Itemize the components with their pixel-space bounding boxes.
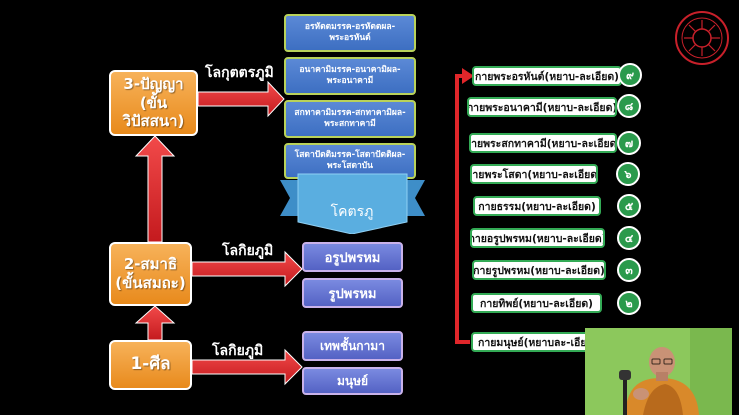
ariya-box-anagami-line2: พระอนาคามี xyxy=(326,76,374,86)
label-lokuttara: โลกุตตรภูมิ xyxy=(205,65,274,81)
arrow-sila-up xyxy=(134,305,176,341)
body-number-8: ๘ xyxy=(617,94,641,118)
presenter-webcam xyxy=(585,328,732,415)
body-number-9: ๙ xyxy=(618,63,642,87)
arrow-panna-to-ariya xyxy=(197,80,285,118)
connector-arrowhead xyxy=(462,68,474,84)
level-sila-box: 1-ศีล xyxy=(109,340,192,390)
level-samadhi-subtitle: (ขั้นสมถะ) xyxy=(115,274,186,292)
label-lokiya-lower: โลกิยภูมิ xyxy=(212,343,264,359)
body-number-4: ๔ xyxy=(617,226,641,250)
ariya-box-arahant-line1: อรหัตตมรรค-อรหัตตผล- xyxy=(304,21,396,32)
body-item-sotapanna: กายพระโสดา(หยาบ-ละเอียด) xyxy=(470,164,598,184)
body-item-rupa-brahma: กายรูปพรหม(หยาบ-ละเอียด) xyxy=(472,260,606,280)
body-number-6: ๖ xyxy=(616,162,640,186)
body-item-dhamma: กายธรรม(หยาบ-ละเอียด) xyxy=(473,196,601,216)
ariya-box-arahant: อรหัตตมรรค-อรหัตตผล- พระอรหันต์ xyxy=(284,14,416,52)
ariya-box-sotapanna-line1: โสดาปัตติมรรค-โสดาปัตติผล- xyxy=(294,149,406,160)
body-number-7: ๗ xyxy=(617,131,641,155)
realm-human: มนุษย์ xyxy=(302,367,403,395)
level-samadhi-title: 2-สมาธิ xyxy=(123,255,178,274)
ariya-box-sakadagami: สกทาคามิมรรค-สกทาคามิผล- พระสกทาคามี xyxy=(284,100,416,138)
ariya-box-sakadagami-line2: พระสกทาคามี xyxy=(324,119,376,129)
body-item-dibba: กายทิพย์(หยาบ-ละเอียด) xyxy=(471,293,602,313)
body-item-sakadagami: กายพระสกทาคามี(หยาบ-ละเอียด) xyxy=(469,133,617,153)
arrow-samadhi-to-realms xyxy=(191,250,303,288)
realm-arupa-brahma: อรูปพรหม xyxy=(302,242,403,272)
gotrabhu-banner-text: โคตรภู xyxy=(330,204,374,220)
institution-seal-icon xyxy=(675,11,729,65)
body-item-arahant: กายพระอรหันต์(หยาบ-ละเอียด) xyxy=(472,66,622,86)
realm-rupa-brahma: รูปพรหม xyxy=(302,278,403,308)
ariya-box-anagami: อนาคามิมรรค-อนาคามิผล- พระอนาคามี xyxy=(284,57,416,95)
level-sila-title: 1-ศีล xyxy=(130,354,171,375)
body-item-arupa-brahma: กายอรูปพรหม(หยาบ-ละเอียด) xyxy=(470,228,605,248)
level-samadhi-box: 2-สมาธิ (ขั้นสมถะ) xyxy=(109,242,192,306)
body-item-anagami: กายพระอนาคามี(หยาบ-ละเอียด) xyxy=(467,97,617,117)
realm-kama-deva: เทพชั้นกามา xyxy=(302,331,403,361)
body-number-2: ๒ xyxy=(617,291,641,315)
body-item-human: กายมนุษย์(หยาบละ-เอียด) xyxy=(471,332,603,352)
ariya-box-anagami-line1: อนาคามิมรรค-อนาคามิผล- xyxy=(299,64,401,75)
level-panna-box: 3-ปัญญา (ขั้นวิปัสสนา) xyxy=(109,70,198,136)
gotrabhu-banner-shape xyxy=(280,173,425,234)
connector-bodies xyxy=(455,74,470,344)
level-panna-title: 3-ปัญญา xyxy=(123,74,184,93)
ariya-box-arahant-line2: พระอรหันต์ xyxy=(329,33,371,43)
ariya-box-sakadagami-line1: สกทาคามิมรรค-สกทาคามิผล- xyxy=(294,107,406,118)
body-number-5: ๕ xyxy=(617,194,641,218)
ariya-box-sotapanna-line2: พระโสดาบัน xyxy=(327,161,373,171)
label-lokiya-upper: โลกิยภูมิ xyxy=(222,243,274,259)
level-panna-subtitle: (ขั้นวิปัสสนา) xyxy=(122,93,185,131)
arrow-sila-to-realms xyxy=(191,348,303,386)
arrow-samadhi-up xyxy=(134,135,176,243)
presenter-webcam-icon xyxy=(585,328,732,415)
body-number-3: ๓ xyxy=(617,258,641,282)
